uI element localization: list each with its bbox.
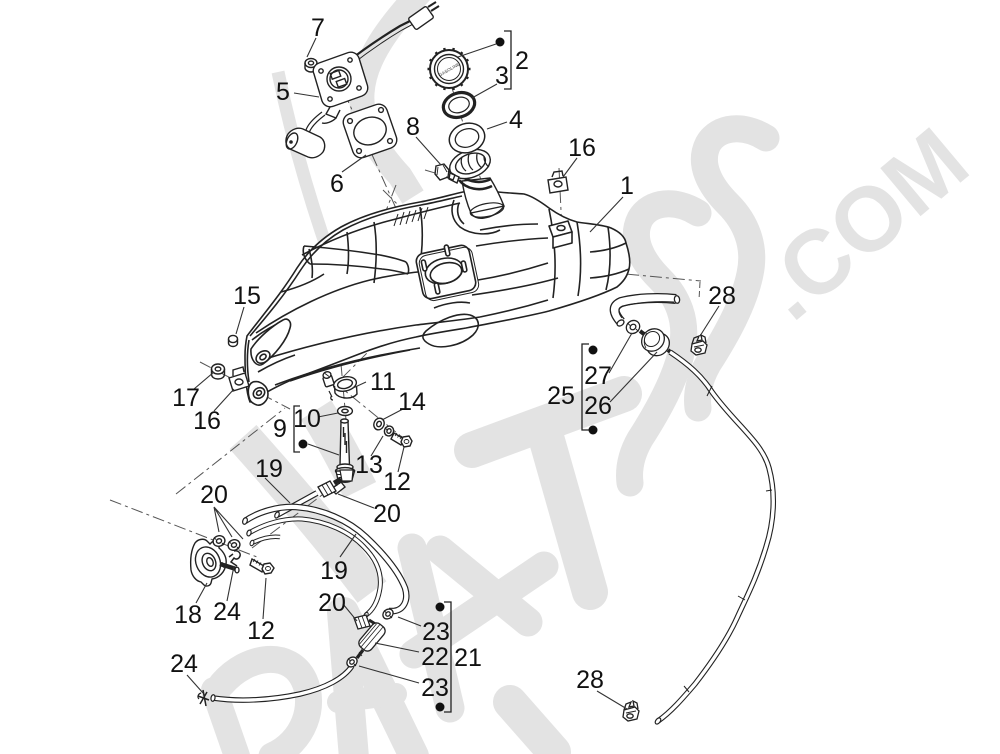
svg-text:28: 28 <box>708 282 736 310</box>
svg-text:7: 7 <box>311 14 325 42</box>
svg-text:26: 26 <box>584 392 612 420</box>
svg-text:20: 20 <box>318 589 346 617</box>
svg-text:18: 18 <box>174 601 202 629</box>
svg-text:16: 16 <box>193 407 221 435</box>
svg-text:3: 3 <box>495 62 509 90</box>
svg-text:6: 6 <box>330 170 344 198</box>
svg-text:27: 27 <box>584 362 612 390</box>
svg-text:23: 23 <box>422 618 450 646</box>
svg-text:11: 11 <box>370 368 396 396</box>
svg-text:19: 19 <box>255 455 283 483</box>
svg-text:8: 8 <box>406 113 420 141</box>
svg-text:20: 20 <box>200 481 228 509</box>
svg-text:17: 17 <box>172 384 200 412</box>
svg-text:23: 23 <box>421 674 449 702</box>
svg-text:10: 10 <box>293 405 321 433</box>
svg-text:22: 22 <box>421 643 449 671</box>
svg-text:13: 13 <box>355 451 383 479</box>
svg-text:9: 9 <box>273 415 287 443</box>
svg-text:21: 21 <box>454 644 482 672</box>
svg-text:2: 2 <box>515 47 529 75</box>
svg-text:15: 15 <box>233 282 261 310</box>
svg-text:28: 28 <box>576 666 604 694</box>
svg-text:16: 16 <box>568 134 596 162</box>
svg-text:24: 24 <box>213 598 241 626</box>
svg-text:14: 14 <box>398 388 426 416</box>
svg-text:12: 12 <box>247 617 275 645</box>
svg-text:24: 24 <box>170 650 198 678</box>
svg-text:5: 5 <box>276 78 290 106</box>
svg-text:20: 20 <box>373 500 401 528</box>
svg-text:4: 4 <box>509 106 523 134</box>
svg-text:19: 19 <box>320 557 348 585</box>
svg-text:25: 25 <box>547 382 575 410</box>
svg-text:12: 12 <box>383 468 411 496</box>
svg-text:1: 1 <box>620 172 634 200</box>
